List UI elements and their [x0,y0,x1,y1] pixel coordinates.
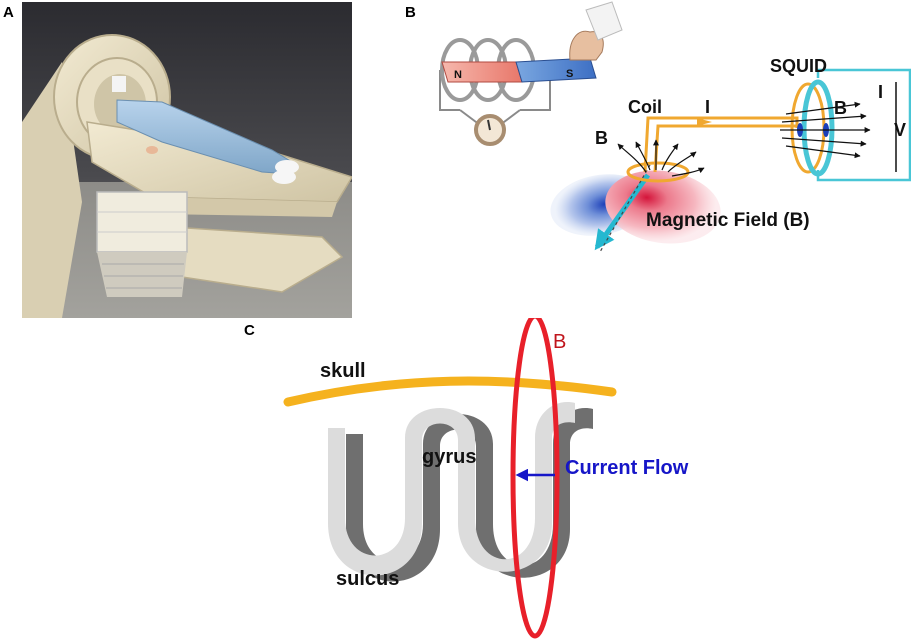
skull-label: skull [320,360,366,382]
field-b-label-right: B [834,98,847,118]
squid-ring [780,68,911,182]
skull-arc [283,376,617,407]
magnetic-field-blobs [550,164,721,253]
current-label-coil: I [705,97,710,117]
pickup-coil [617,116,799,183]
magnet-south-label: S [566,68,573,80]
panel-c-label: C [244,322,255,339]
field-b-label-left: B [595,128,608,148]
magnetic-field-loop [510,318,560,639]
squid-label: SQUID [770,56,827,76]
coil-label: Coil [628,97,662,117]
panel-a-label: A [3,4,14,21]
gyrus-label: gyrus [422,446,476,468]
sulcus-label: sulcus [336,568,399,590]
meg-scanner-photo [22,2,352,318]
squid-diagram: N S [439,1,911,253]
magnetic-field-label: Magnetic Field (B) [646,210,810,231]
cortex-gyrus [328,402,575,576]
voltage-label: V [894,120,906,140]
cortex-diagram: B skull gyrus Current Flow sulcus [283,318,689,639]
loop-b-label: B [553,331,566,353]
magnet-coil-inset: N S [439,1,623,146]
current-flow-label: Current Flow [565,457,689,479]
current-label-squid: I [878,82,883,102]
magnet-north-label: N [454,69,462,81]
panel-b-label: B [405,4,416,21]
